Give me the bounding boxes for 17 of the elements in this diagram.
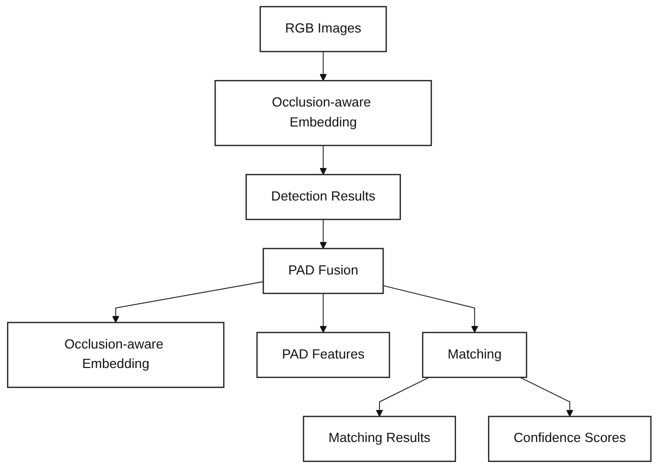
node-box: PAD Features (256, 332, 390, 378)
arrow (320, 51, 328, 81)
node-box: Matching (422, 332, 528, 378)
node-box: Occlusion-aware Embedding (7, 322, 225, 388)
arrow (382, 285, 478, 333)
arrow (320, 219, 328, 249)
arrow (112, 281, 264, 323)
node-box: Confidence Scores (488, 416, 652, 462)
node-box: RGB Images (260, 6, 388, 52)
node-box: Occlusion-aware Embedding (214, 80, 432, 146)
node-box: Matching Results (303, 416, 456, 462)
arrow (376, 376, 430, 417)
node-box: PAD Fusion (262, 248, 384, 294)
node-box: Detection Results (246, 174, 402, 220)
arrow (320, 293, 328, 333)
arrow (520, 376, 574, 417)
arrow (320, 145, 328, 175)
